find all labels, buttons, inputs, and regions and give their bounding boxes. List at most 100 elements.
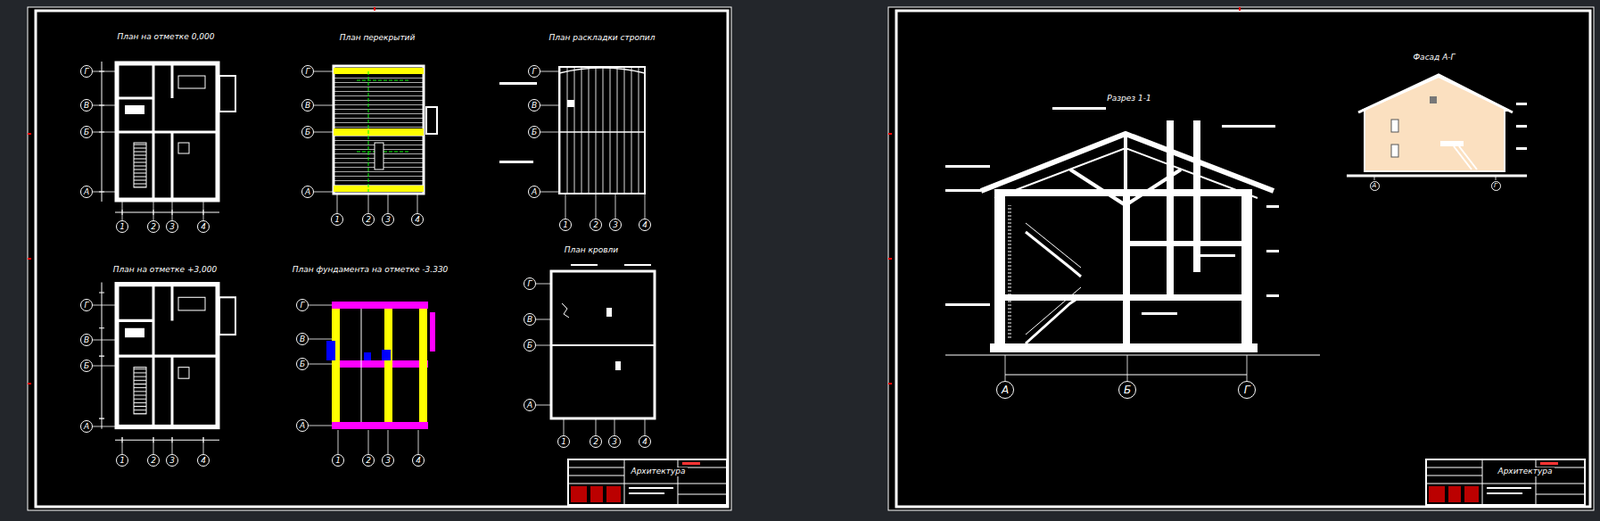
drawing-line	[945, 189, 982, 192]
axis-bubble: Г	[523, 277, 537, 290]
drawing-line	[1195, 254, 1236, 257]
axis-bubble: В	[301, 98, 314, 112]
drawing-line	[945, 303, 990, 306]
drawing-line	[333, 128, 424, 136]
drawing-line	[426, 107, 438, 134]
slab-plan	[333, 65, 438, 194]
axis-bubble: А	[301, 185, 314, 198]
axis-label: 4	[642, 437, 648, 446]
axis-bubble: Б	[296, 357, 309, 371]
axis-lines	[92, 71, 1496, 454]
axis-bubble: 2	[147, 453, 160, 467]
axis-bubble: 4	[638, 218, 652, 231]
axis-bubble: 1	[115, 220, 129, 233]
axis-bubble: Г	[1491, 181, 1502, 191]
drawing-line	[333, 185, 424, 192]
axis-label: В	[299, 335, 306, 344]
drawing-line	[994, 189, 1253, 197]
axis-label: Г	[305, 67, 310, 76]
axis-bubble: А	[996, 380, 1015, 399]
axis-bubble: 3	[165, 453, 179, 467]
axis-label: 2	[150, 456, 157, 465]
building-section	[945, 107, 1320, 375]
axis-label: 2	[365, 215, 372, 224]
drawing-title: План на отметке +3,000	[111, 265, 220, 275]
drawing-line	[333, 67, 424, 75]
drawing-line	[1141, 312, 1178, 315]
axis-bubble: 1	[331, 453, 345, 467]
axis-bubble: В	[296, 332, 309, 346]
axis-bubble: Б	[1118, 380, 1137, 399]
drawing-line	[1007, 205, 1012, 339]
drawing-line	[1166, 120, 1174, 295]
drawing-line	[1516, 147, 1527, 150]
axis-bubble: Б	[80, 359, 93, 372]
drawing-line	[1440, 140, 1464, 147]
drawing-line	[559, 66, 645, 194]
axis-bubble: 3	[381, 453, 395, 467]
axis-label: В	[83, 101, 90, 110]
axis-label: 1	[560, 437, 567, 446]
sheet-frame	[35, 10, 728, 507]
axis-label: 1	[562, 221, 569, 230]
axis-bubble: 3	[608, 435, 621, 448]
drawing-line	[331, 301, 429, 309]
drawing-line	[1025, 231, 1081, 344]
axis-bubble: 1	[330, 213, 344, 226]
axis-bubble: А	[296, 419, 309, 432]
drawing-title: План на отметке 0,000	[115, 32, 217, 42]
axis-label: В	[83, 336, 90, 345]
drawing-line	[551, 271, 655, 419]
axis-bubble: Г	[301, 65, 314, 78]
drawing-line	[333, 65, 424, 194]
drawing-title: План фундамента на отметке -3.330	[290, 265, 451, 275]
drawing-line	[1052, 107, 1106, 110]
axis-bubble: Б	[527, 125, 541, 139]
drawing-line	[1426, 459, 1585, 505]
drawing-line	[1245, 205, 1250, 339]
axis-label: Г	[1493, 182, 1498, 190]
axis-bubble: Б	[523, 338, 537, 352]
drawing-line	[499, 82, 537, 85]
drawing-line	[1241, 189, 1253, 347]
axis-bubble: Г	[80, 298, 93, 312]
axis-bubble: Г	[1237, 380, 1256, 399]
drawing-line	[499, 160, 534, 164]
axis-bubble: 1	[559, 218, 572, 231]
axis-bubble: А	[80, 420, 93, 433]
axis-label: 3	[611, 437, 618, 446]
axis-label: А	[299, 421, 306, 430]
drawing-line	[1122, 240, 1253, 247]
axis-bubble: 4	[411, 213, 424, 226]
drawing-line	[429, 312, 436, 352]
axis-label: А	[527, 401, 533, 410]
drawing-line	[606, 307, 612, 317]
drawing-line	[624, 263, 652, 266]
axis-label: Г	[1244, 384, 1251, 396]
drawing-line	[568, 459, 727, 505]
drawing-line	[1266, 249, 1279, 253]
axis-bubble: В	[80, 333, 93, 347]
drawing-line	[1361, 76, 1510, 172]
axis-bubble: А	[523, 398, 537, 412]
axis-bubble: В	[527, 98, 541, 112]
axis-label: Г	[299, 301, 305, 310]
drawing-line	[1516, 124, 1527, 128]
drawing-title: Разрез 1-1	[1105, 94, 1153, 104]
axis-label: 1	[119, 456, 125, 465]
axis-bubble: Б	[301, 125, 314, 139]
axis-bubble: 4	[197, 453, 210, 467]
drawing-line	[331, 421, 429, 429]
axis-label: Г	[531, 67, 537, 76]
foundation-plan	[326, 301, 436, 429]
drawing-line	[945, 164, 990, 168]
axis-bubble: 4	[197, 220, 210, 233]
drawing-line	[994, 189, 1006, 347]
drawing-line	[326, 340, 336, 361]
axis-label: 1	[119, 222, 125, 231]
axis-label: 4	[415, 456, 421, 465]
axis-label: Г	[83, 67, 89, 76]
axis-label: 3	[612, 221, 619, 230]
sheet-frame	[896, 10, 1591, 507]
drawing-line	[1025, 222, 1081, 335]
